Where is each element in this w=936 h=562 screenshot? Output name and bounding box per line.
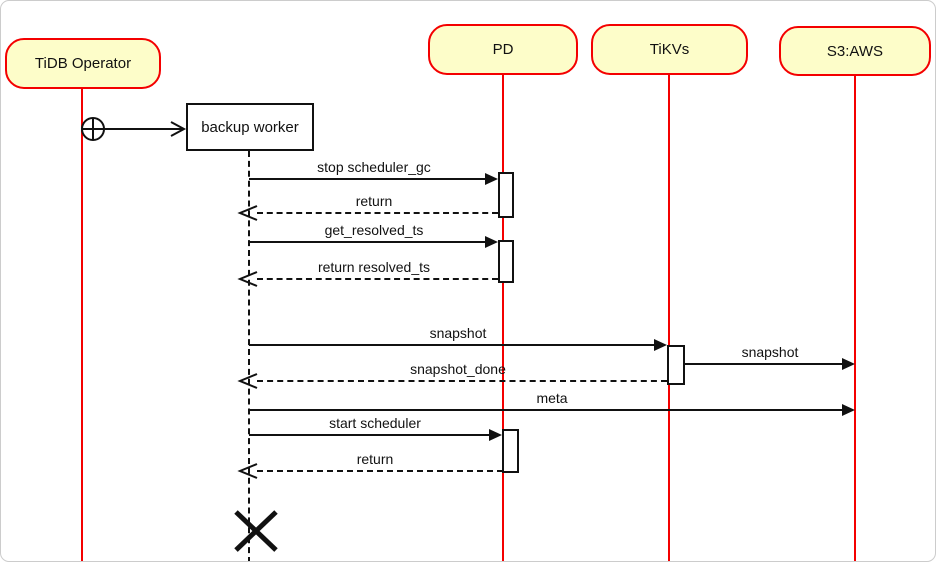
arrowhead-open-icon xyxy=(237,373,258,389)
message-label: snapshot_done xyxy=(410,361,506,377)
participant-label: S3:AWS xyxy=(826,42,884,60)
arrowhead-open-icon xyxy=(237,271,258,287)
activation-pd-2 xyxy=(498,240,514,283)
arrowhead-open-icon xyxy=(237,463,258,479)
creation-icon xyxy=(81,117,187,141)
arrowhead-open-icon xyxy=(237,205,258,221)
message-line xyxy=(249,241,487,243)
participant-label: backup worker xyxy=(201,118,299,136)
participant-s3-aws: S3:AWS xyxy=(779,26,931,76)
message-label: return xyxy=(355,193,393,209)
lifeline-pd xyxy=(502,74,504,561)
lifeline-tidb-operator xyxy=(81,88,83,561)
arrowhead-filled-icon xyxy=(489,429,502,441)
lifeline-tikvs xyxy=(668,74,670,561)
arrowhead-open-icon xyxy=(170,121,187,137)
arrowhead-filled-icon xyxy=(842,404,855,416)
message-line xyxy=(685,363,843,365)
message-label: snapshot xyxy=(741,344,799,360)
destruction-x-icon xyxy=(234,510,278,552)
message-line xyxy=(257,278,498,280)
message-line xyxy=(257,212,498,214)
message-label: meta xyxy=(536,390,568,406)
message-line xyxy=(249,344,656,346)
message-label: return resolved_ts xyxy=(317,259,431,275)
lifeline-backup-worker xyxy=(248,151,250,561)
activation-tikvs xyxy=(667,345,685,385)
message-label: stop scheduler_gc xyxy=(317,159,431,175)
arrowhead-filled-icon xyxy=(485,236,498,248)
message-label: snapshot xyxy=(429,325,487,341)
message-line xyxy=(257,470,503,472)
arrowhead-filled-icon xyxy=(485,173,498,185)
message-line xyxy=(249,178,487,180)
activation-pd-3 xyxy=(502,429,519,473)
participant-backup-worker: backup worker xyxy=(186,103,314,151)
message-line xyxy=(249,434,490,436)
arrowhead-filled-icon xyxy=(842,358,855,370)
participant-pd: PD xyxy=(428,24,578,75)
arrowhead-filled-icon xyxy=(654,339,667,351)
message-line xyxy=(257,380,667,382)
participant-label: PD xyxy=(492,41,514,58)
message-label: start scheduler xyxy=(329,415,421,431)
lifeline-s3-aws xyxy=(854,75,856,561)
participant-tidb-operator: TiDB Operator xyxy=(5,38,161,89)
message-label: get_resolved_ts xyxy=(324,222,424,238)
message-label: return xyxy=(356,451,394,467)
participant-tikvs: TiKVs xyxy=(591,24,748,75)
participant-label: TiDB Operator xyxy=(34,55,132,72)
message-line xyxy=(249,409,843,411)
activation-pd-1 xyxy=(498,172,514,218)
participant-label: TiKVs xyxy=(649,41,690,58)
